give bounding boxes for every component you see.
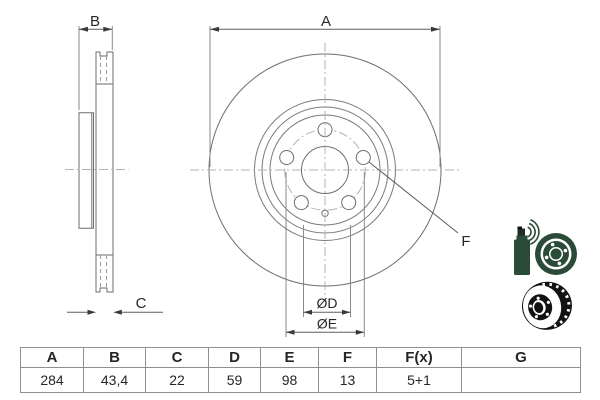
vented-disc-bolt-dot [528,304,533,308]
icon-bolt-dot [544,255,549,260]
bolt-hole [293,195,309,211]
dimension-a-label: A [321,13,331,30]
dimension-e-label: ØE [317,316,337,332]
spray-can-shoulder [516,235,528,240]
spray-can-cap [517,226,522,230]
value-a: 284 [20,367,84,393]
icon-bolt-dot [563,248,568,253]
spray-can-nozzle [517,228,525,236]
spray-arcs [527,219,540,245]
col-header-f: F [318,347,377,368]
col-header-c: C [145,347,209,368]
value-f: 13 [318,367,377,393]
dimension-f: F [368,161,471,250]
value-c: 22 [145,367,209,393]
col-header-e: E [260,347,319,368]
spray-can-coated-brake-disc-icon [514,219,577,275]
dimension-b: B [78,13,113,110]
dimension-a: A [209,13,441,167]
front-view [190,43,460,297]
table-value-row: 284 43,4 22 59 98 13 5+1 [20,367,581,393]
cross-section-vent-floor-lines [96,83,113,256]
value-d: 59 [208,367,261,393]
cross-section-hat-outline [78,112,94,229]
bolt-hole [355,150,371,165]
vented-disc-bolt-dot [546,300,550,304]
dimension-b-label: B [90,13,100,30]
dimension-spec-table: A B C D E F F(x) G 284 43,4 22 59 98 13 … [20,347,581,393]
icon-hub-center [550,248,562,260]
vented-disc-bolt-dot [536,296,540,300]
value-e: 98 [260,367,319,393]
dimension-c-label: C [136,295,147,312]
dimension-f-label: F [461,233,470,250]
table-header-row: A B C D E F F(x) G [20,347,581,368]
dimension-e: ØE [285,172,365,337]
col-header-g: G [461,347,581,368]
vented-disc-bolt-dot [534,315,538,319]
vented-disc-center [534,302,544,314]
value-b: 43,4 [83,367,146,393]
value-fx: 5+1 [376,367,462,393]
vented-brake-disc-icon [522,281,572,330]
icon-bolt-dot [557,261,562,266]
icon-bolt-dot [550,242,555,247]
value-g [461,367,581,393]
dimension-c: C [67,295,163,315]
vented-disc-rim-slots [542,282,571,329]
dimension-d-label: ØD [317,295,338,311]
spray-can-body [514,239,530,275]
f-leader-line [368,161,459,234]
dimension-d: ØD [303,225,351,317]
bolt-hole [279,150,295,165]
cross-section-vent-hidden-lines [100,56,107,288]
vented-disc-bolt-dot [545,312,549,316]
cross-section-view [65,51,129,293]
col-header-a: A [20,347,84,368]
col-header-d: D [208,347,261,368]
cross-section-ring-outline [95,51,114,293]
bolt-hole [341,195,357,211]
drawing-canvas: B C A ØD [65,13,577,337]
col-header-fx: F(x) [376,347,462,368]
col-header-b: B [83,347,146,368]
